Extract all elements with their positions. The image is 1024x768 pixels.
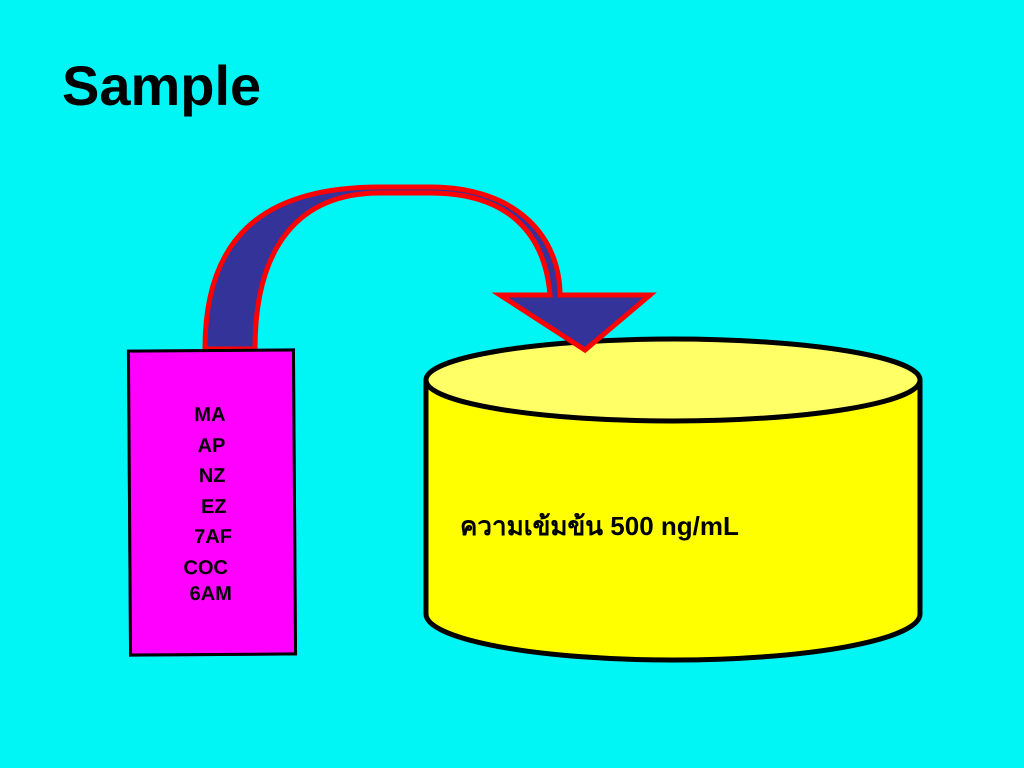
container-top xyxy=(423,336,923,424)
analyte-item: MA xyxy=(194,403,226,427)
analyte-item: EZ xyxy=(200,495,227,518)
analyte-item: 7AF xyxy=(194,525,233,549)
sample-box: MA AP NZ EZ 7AF COC 6AM xyxy=(126,348,298,657)
analyte-item: NZ xyxy=(198,464,226,488)
container-body xyxy=(423,377,923,663)
analyte-item: AP xyxy=(197,434,226,457)
concentration-label: ความเข้มข้น 500 ng/mL xyxy=(460,511,739,541)
transfer-arrow xyxy=(202,184,657,354)
analyte-item: COC xyxy=(183,556,228,579)
analyte-list: MA AP NZ EZ 7AF COC 6AM xyxy=(130,399,293,605)
analyte-item: 6AM xyxy=(189,582,232,606)
slide-title: Sample xyxy=(62,54,262,117)
container-cylinder xyxy=(423,336,923,663)
